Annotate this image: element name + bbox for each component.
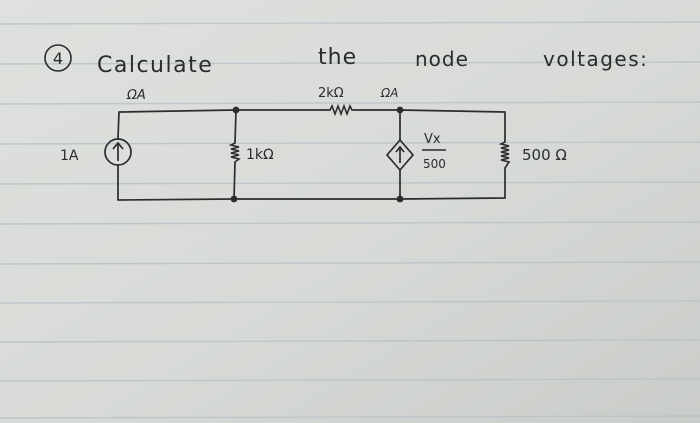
instruction-word-2: the (318, 45, 357, 70)
rule-line (0, 221, 700, 225)
rule-line (0, 181, 700, 185)
node-dot (396, 195, 404, 203)
resistor-1-upper-lead (234, 109, 237, 144)
dependent-source-numerator: Vx (424, 132, 441, 147)
resistor-1-symbol (228, 142, 241, 163)
bottom-wire (117, 164, 506, 201)
source-branch-current-label: ΩA (126, 88, 146, 103)
dependent-source-denominator: 500 (423, 157, 446, 171)
resistor-1-lower-lead (233, 161, 236, 200)
rule-line (0, 378, 700, 382)
top-left-wire (117, 109, 237, 139)
series-resistor-symbol (329, 103, 354, 117)
load-resistor-symbol (498, 141, 511, 169)
rule-line (0, 61, 700, 65)
current-source-symbol (104, 138, 132, 166)
instruction-word-4: voltages: (543, 47, 648, 71)
instruction-word-1: Calculate (97, 53, 213, 78)
node-dot (396, 106, 404, 114)
rule-line (0, 101, 700, 105)
rule-line (0, 339, 700, 343)
top-right-wire (353, 109, 506, 143)
node-dots (230, 106, 404, 203)
load-resistor-label: 500 Ω (522, 146, 567, 164)
series-branch-current-label: ΩA (380, 86, 398, 100)
problem-number: 4 (53, 49, 63, 68)
node-dot (232, 106, 240, 114)
ruled-lines (0, 21, 700, 419)
rule-line (0, 300, 700, 304)
resistor-1-label: 1kΩ (246, 147, 274, 163)
problem-number-circle: 4 (44, 44, 72, 72)
instruction-word-3: node (415, 47, 469, 71)
circuit-wires (117, 109, 506, 201)
rule-line (0, 261, 700, 265)
series-resistor-label: 2kΩ (318, 86, 344, 101)
rule-line (0, 415, 700, 419)
dependent-source-symbol (385, 138, 415, 172)
current-source-label: 1A (60, 148, 79, 164)
node-dot (230, 195, 238, 203)
rule-line (0, 21, 700, 25)
